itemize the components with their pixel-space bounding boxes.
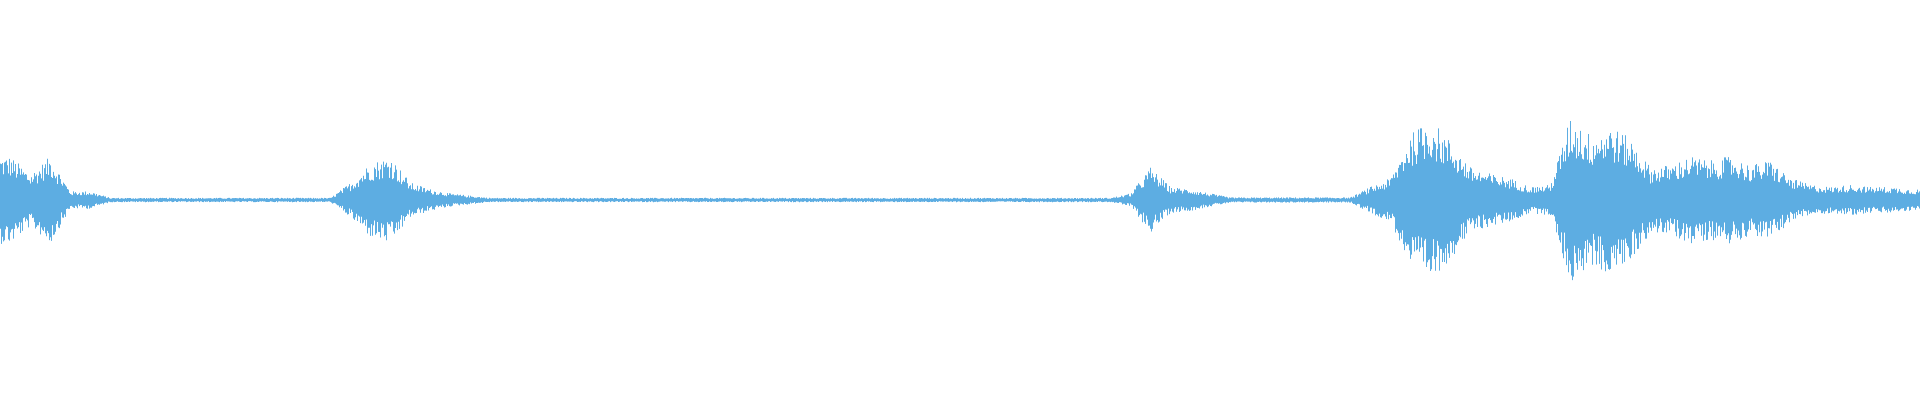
waveform-trace — [0, 120, 1920, 281]
